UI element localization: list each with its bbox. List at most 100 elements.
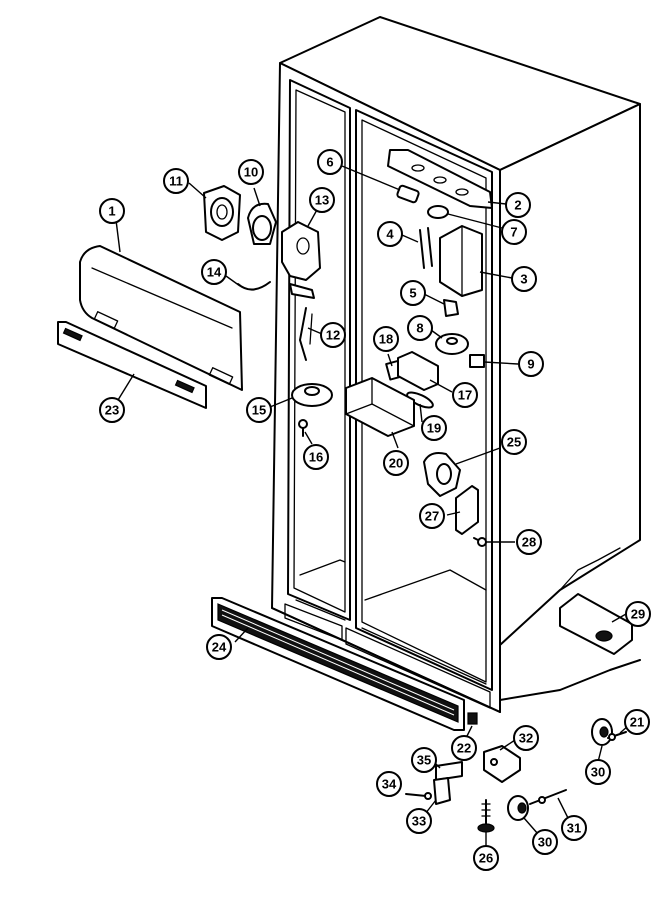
part-32-hinge bbox=[483, 739, 521, 783]
part-1-panel bbox=[79, 219, 243, 391]
part-9-connector bbox=[469, 354, 519, 368]
callout-4: 4 bbox=[377, 221, 403, 247]
callout-6: 6 bbox=[317, 149, 343, 175]
callout-35: 35 bbox=[411, 747, 437, 773]
part-3-cover bbox=[439, 225, 513, 297]
callout-21-label: 21 bbox=[630, 715, 644, 730]
part-23-trim bbox=[57, 321, 207, 409]
callout-19-label: 19 bbox=[427, 421, 441, 436]
callout-29: 29 bbox=[625, 601, 651, 627]
callout-33-label: 33 bbox=[412, 814, 426, 829]
part-22-clip bbox=[465, 712, 478, 739]
callout-4-label: 4 bbox=[386, 227, 394, 242]
part-13-housing bbox=[281, 207, 321, 299]
callout-2: 2 bbox=[505, 192, 531, 218]
callout-33: 33 bbox=[406, 808, 432, 834]
callout-3-label: 3 bbox=[520, 272, 527, 287]
callout-11: 11 bbox=[163, 168, 189, 194]
part-8-knob bbox=[430, 329, 469, 355]
callout-14-label: 14 bbox=[207, 265, 222, 280]
part-34-screw bbox=[405, 792, 432, 800]
callout-16-label: 16 bbox=[309, 450, 323, 465]
callout-8: 8 bbox=[407, 315, 433, 341]
callout-27-label: 27 bbox=[425, 509, 439, 524]
part-21-pin bbox=[607, 725, 629, 741]
part-33-bracket bbox=[424, 777, 451, 815]
callout-32-label: 32 bbox=[519, 731, 533, 746]
callout-31: 31 bbox=[561, 815, 587, 841]
part-14-clip bbox=[225, 275, 271, 291]
part-12-tube bbox=[299, 307, 323, 361]
part-5-clip bbox=[423, 293, 459, 317]
callout-7: 7 bbox=[501, 219, 527, 245]
callout-12: 12 bbox=[320, 322, 346, 348]
callout-9-label: 9 bbox=[527, 357, 534, 372]
part-29-bracket bbox=[559, 547, 633, 655]
part-35-plate bbox=[433, 761, 463, 781]
callout-13: 13 bbox=[309, 187, 335, 213]
callout-13-label: 13 bbox=[315, 193, 329, 208]
callout-34: 34 bbox=[376, 771, 402, 797]
part-30-roller-lower bbox=[507, 795, 539, 835]
part-16-screw bbox=[298, 419, 313, 445]
callout-23-label: 23 bbox=[105, 403, 119, 418]
callout-22-label: 22 bbox=[457, 741, 471, 756]
part-25-cap bbox=[423, 447, 501, 497]
callout-17-label: 17 bbox=[458, 388, 472, 403]
callout-8-label: 8 bbox=[416, 321, 423, 336]
part-31-pin bbox=[529, 789, 569, 819]
callout-30-upper: 30 bbox=[585, 759, 611, 785]
callout-25-label: 25 bbox=[507, 435, 521, 450]
callout-30-lower: 30 bbox=[532, 829, 558, 855]
part-24-grille bbox=[211, 597, 465, 731]
callout-1: 1 bbox=[99, 198, 125, 224]
callout-20-label: 20 bbox=[389, 456, 403, 471]
callout-30-lower-label: 30 bbox=[538, 835, 552, 850]
callout-11-label: 11 bbox=[169, 174, 183, 189]
part-6-socket bbox=[341, 165, 420, 204]
callout-32: 32 bbox=[513, 725, 539, 751]
part-7-bulb bbox=[427, 205, 503, 229]
part-20-housing bbox=[345, 377, 415, 449]
part-30-roller-upper bbox=[591, 718, 613, 763]
callout-22: 22 bbox=[451, 735, 477, 761]
part-10-fan-motor bbox=[247, 187, 277, 245]
callout-12-label: 12 bbox=[326, 328, 340, 343]
callout-3: 3 bbox=[511, 266, 537, 292]
callout-16: 16 bbox=[303, 444, 329, 470]
callout-26: 26 bbox=[473, 845, 499, 871]
callout-19: 19 bbox=[421, 415, 447, 441]
part-4-bracket bbox=[401, 227, 433, 269]
part-26-leg bbox=[477, 799, 495, 846]
callout-29-label: 29 bbox=[631, 607, 645, 622]
part-17-control bbox=[397, 351, 453, 393]
callout-1-label: 1 bbox=[108, 204, 115, 219]
callout-2-label: 2 bbox=[514, 198, 521, 213]
part-15-dial bbox=[269, 383, 333, 408]
part-19-tube bbox=[406, 391, 434, 423]
callout-15-label: 15 bbox=[252, 403, 266, 418]
callout-24-label: 24 bbox=[212, 640, 227, 655]
callout-27: 27 bbox=[419, 503, 445, 529]
part-11-fan-housing bbox=[188, 182, 241, 241]
callout-14: 14 bbox=[201, 259, 227, 285]
callout-9: 9 bbox=[518, 351, 544, 377]
callout-35-label: 35 bbox=[417, 753, 431, 768]
callout-5: 5 bbox=[400, 280, 426, 306]
callout-34-label: 34 bbox=[382, 777, 397, 792]
callout-10: 10 bbox=[238, 159, 264, 185]
callout-7-label: 7 bbox=[510, 225, 517, 240]
callout-5-label: 5 bbox=[409, 286, 416, 301]
callout-10-label: 10 bbox=[244, 165, 258, 180]
callout-24: 24 bbox=[206, 634, 232, 660]
callout-25: 25 bbox=[501, 429, 527, 455]
part-2-bracket bbox=[387, 149, 507, 209]
part-27-bracket bbox=[446, 485, 479, 535]
callout-26-label: 26 bbox=[479, 851, 493, 866]
callout-23: 23 bbox=[99, 397, 125, 423]
callout-18-label: 18 bbox=[379, 332, 393, 347]
callout-21: 21 bbox=[624, 709, 650, 735]
callout-15: 15 bbox=[246, 397, 272, 423]
callout-18: 18 bbox=[373, 326, 399, 352]
callout-28-label: 28 bbox=[522, 535, 536, 550]
